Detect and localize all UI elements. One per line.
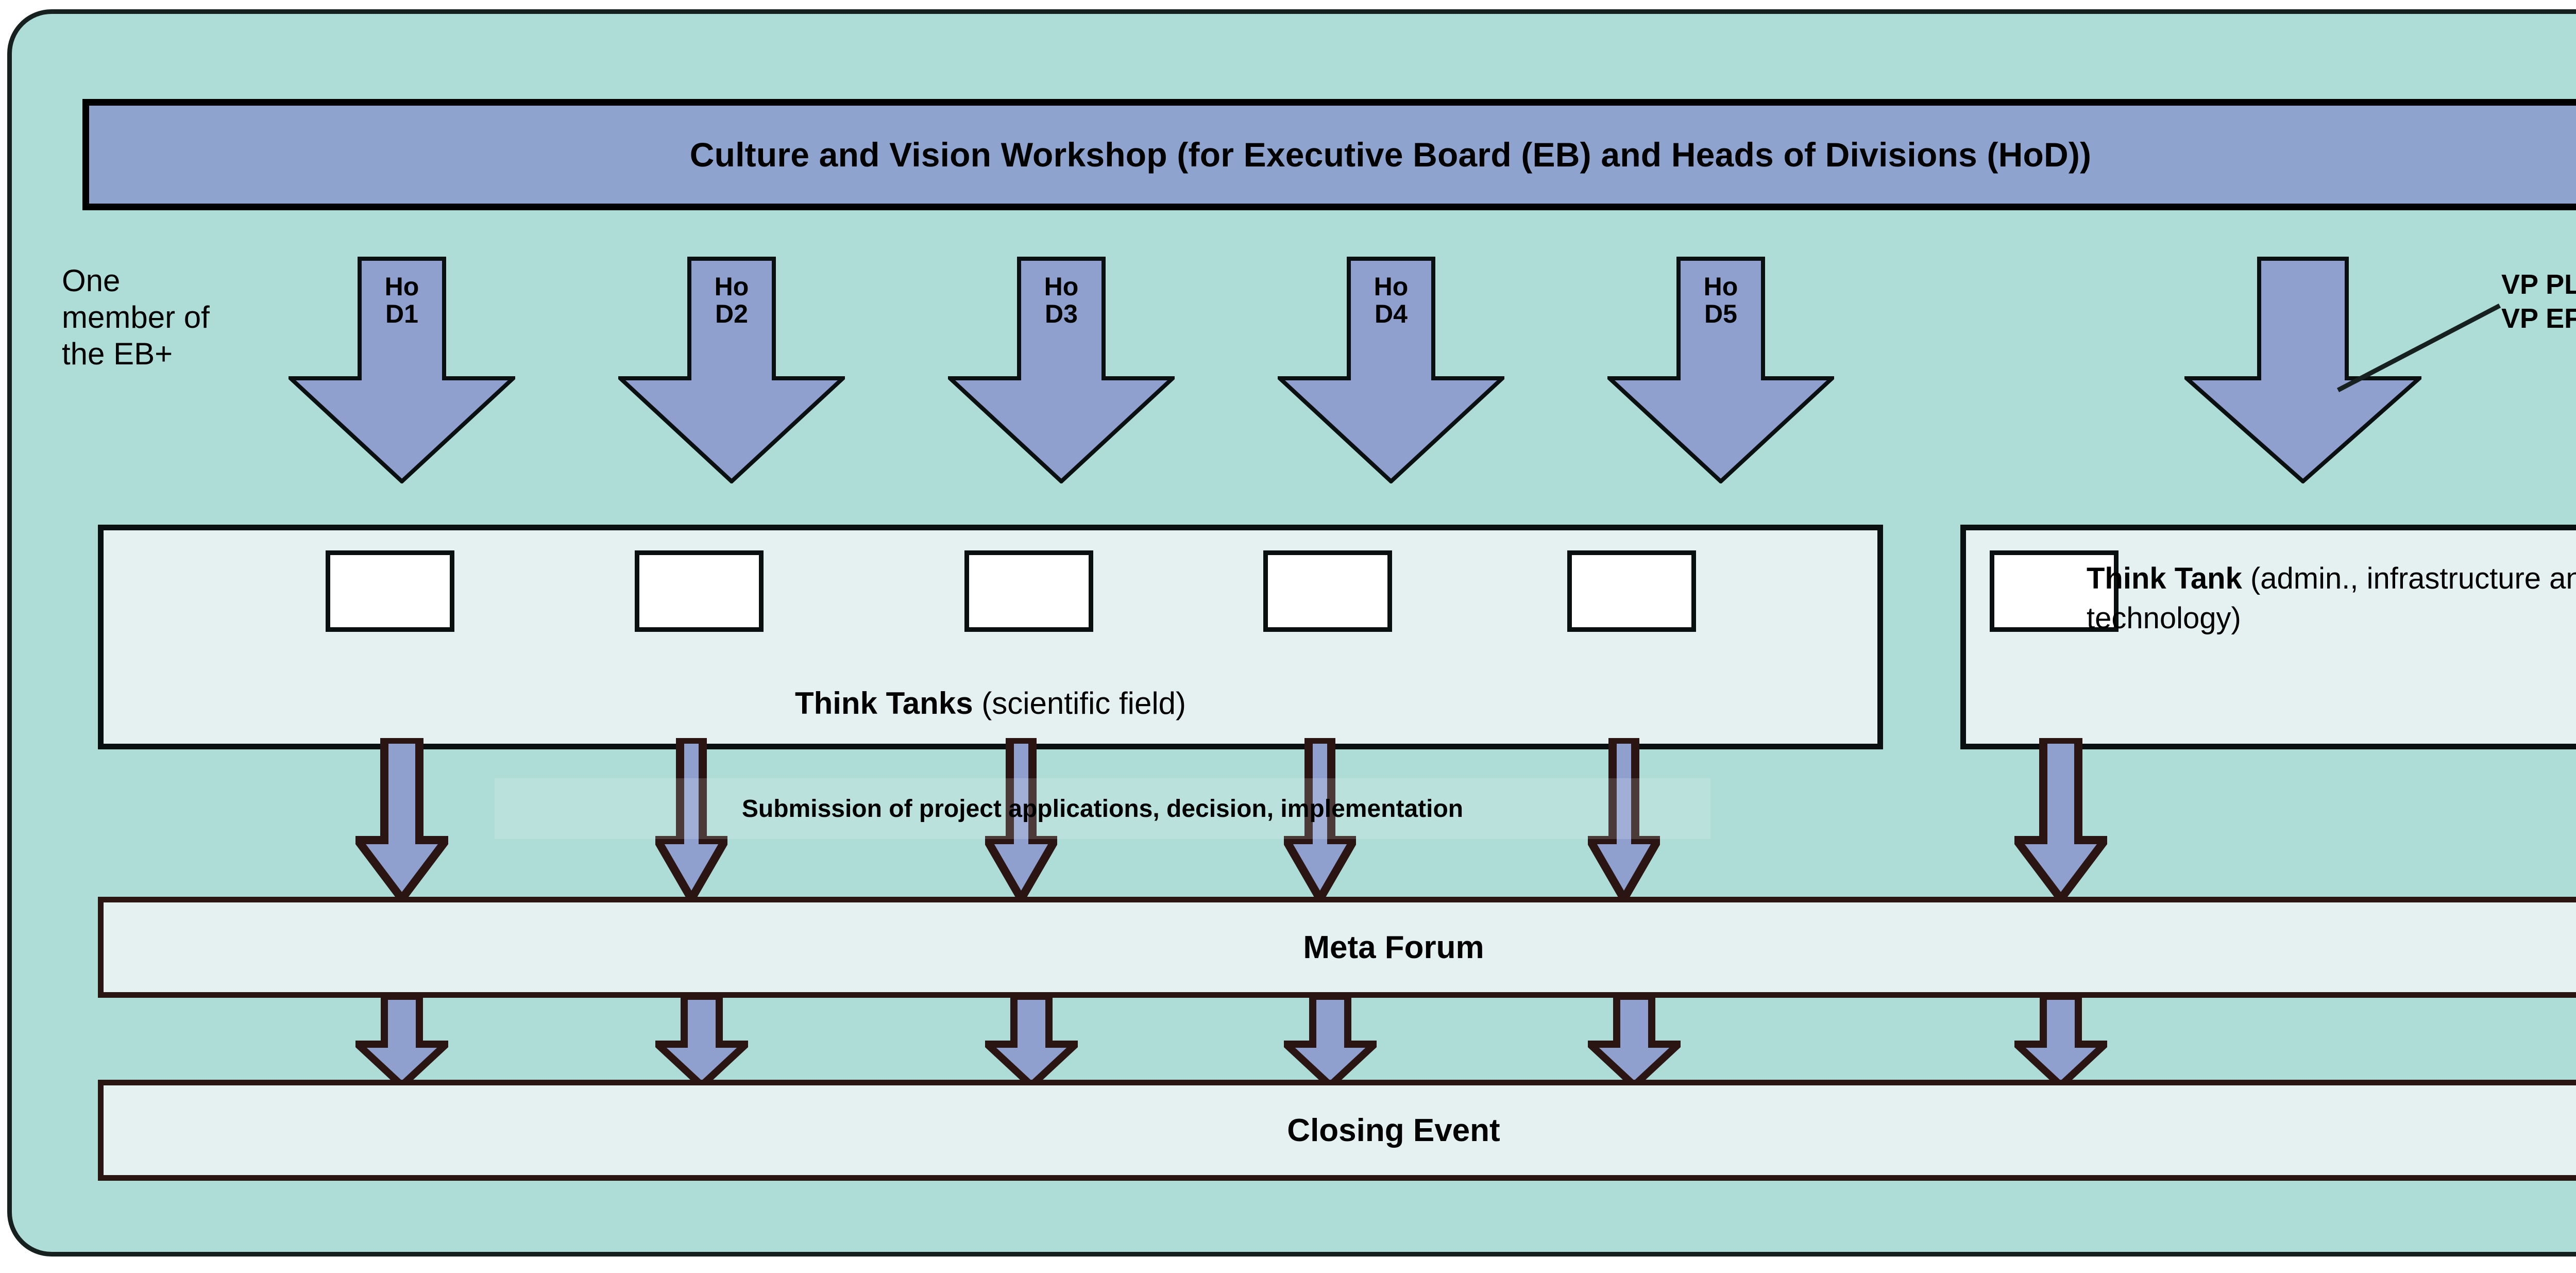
tt-sci-label-bold: Think Tanks bbox=[794, 686, 982, 721]
vp-label: VP PL VP EF bbox=[2501, 268, 2576, 336]
vp-ef-text: VP EF bbox=[2501, 303, 2576, 334]
flow-arrow-meta-to-closing-1 bbox=[355, 995, 448, 1087]
hod-arrow-2: Ho D2 bbox=[618, 257, 845, 483]
submission-note: Submission of project applications, deci… bbox=[495, 778, 1710, 839]
closing-event-label: Closing Event bbox=[1287, 1112, 1500, 1148]
think-tank-admin-label: Think Tank (admin., infrastructure and t… bbox=[2087, 559, 2576, 638]
flow-arrow-tt-admin-to-meta bbox=[2014, 738, 2107, 901]
hod-arrow-3: Ho D3 bbox=[948, 257, 1175, 483]
think-tank-slot-1[interactable] bbox=[326, 550, 454, 632]
culture-vision-workshop-banner: Culture and Vision Workshop (for Executi… bbox=[82, 99, 2576, 210]
hod-arrow-1-label: Ho D1 bbox=[384, 272, 419, 328]
flow-arrow-meta-to-closing-6 bbox=[2014, 995, 2107, 1087]
flow-arrow-meta-to-closing-2 bbox=[655, 995, 748, 1087]
meta-forum-box: Meta Forum bbox=[98, 897, 2576, 998]
think-tank-slot-5[interactable] bbox=[1567, 550, 1696, 632]
hod-arrow-1: Ho D1 bbox=[289, 257, 515, 483]
submission-note-text: Submission of project applications, deci… bbox=[741, 795, 1464, 823]
flow-arrow-tt-to-meta-4 bbox=[1284, 738, 1356, 901]
hod-arrow-4: Ho D4 bbox=[1278, 257, 1504, 483]
think-tank-slot-4[interactable] bbox=[1263, 550, 1392, 632]
hod-arrow-5-label: Ho D5 bbox=[1703, 272, 1738, 328]
eb-member-caption: One member of the EB+ bbox=[62, 263, 210, 371]
flow-arrow-tt-to-meta-2 bbox=[655, 738, 727, 901]
think-tanks-scientific-label: Think Tanks (scientific field) bbox=[98, 685, 1883, 721]
hod-arrow-3-label: Ho D3 bbox=[1044, 272, 1079, 328]
tt-admin-label-rest: (admin., infrastructure and technology) bbox=[2087, 562, 2576, 635]
flow-arrow-meta-to-closing-3 bbox=[985, 995, 1078, 1087]
hod-arrow-5: Ho D5 bbox=[1607, 257, 1834, 483]
flow-arrow-tt-to-meta-3 bbox=[985, 738, 1057, 901]
flow-arrow-tt-to-meta-5 bbox=[1588, 738, 1660, 901]
flow-arrow-tt-to-meta-1 bbox=[355, 738, 448, 901]
vp-leader-line bbox=[2336, 304, 2501, 392]
flow-arrow-meta-to-closing-4 bbox=[1284, 995, 1377, 1087]
think-tank-slot-3[interactable] bbox=[964, 550, 1093, 632]
vp-pl-text: VP PL bbox=[2501, 269, 2576, 300]
tt-admin-label-bold: Think Tank bbox=[2087, 562, 2250, 595]
hod-arrow-2-label: Ho D2 bbox=[714, 272, 749, 328]
hod-arrow-4-label: Ho D4 bbox=[1374, 272, 1409, 328]
closing-event-box: Closing Event bbox=[98, 1080, 2576, 1181]
tt-sci-label-rest: (scientific field) bbox=[981, 686, 1187, 721]
think-tank-admin-slot-1[interactable] bbox=[1990, 550, 2119, 632]
flow-arrow-meta-to-closing-5 bbox=[1588, 995, 1681, 1087]
banner-title: Culture and Vision Workshop (for Executi… bbox=[689, 136, 2092, 174]
meta-forum-label: Meta Forum bbox=[1303, 929, 1484, 965]
vp-arrow bbox=[2184, 257, 2421, 483]
think-tank-slot-2[interactable] bbox=[635, 550, 764, 632]
